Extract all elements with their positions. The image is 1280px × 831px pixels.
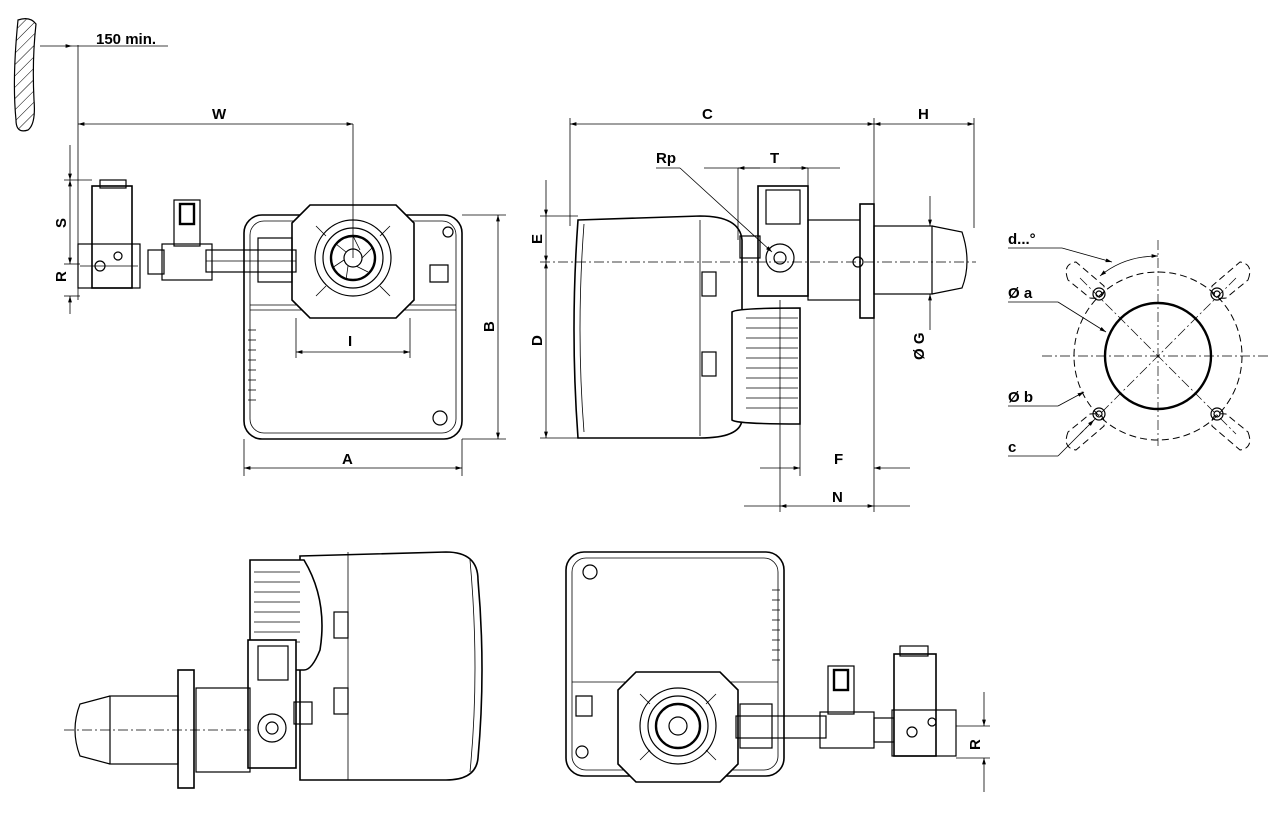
bolt-slots — [1065, 261, 1251, 451]
flange-drilling-view — [1008, 240, 1270, 457]
side-view-dimensions — [540, 118, 976, 512]
dim-G-label: Ø G — [911, 332, 928, 360]
dim-I-label: I — [348, 333, 352, 350]
dim-B-label: B — [481, 321, 498, 332]
dim-d-label: d...° — [1008, 231, 1036, 248]
clearance-label: 150 min. — [96, 31, 156, 48]
bottom-vent-slots — [772, 589, 780, 661]
dim-b-label: Ø b — [1008, 389, 1033, 406]
dim-c-label: c — [1008, 439, 1016, 456]
fan-blades — [331, 235, 373, 281]
side-view — [573, 185, 968, 439]
top-view-dimensions — [40, 44, 506, 476]
vent-slots — [248, 329, 256, 401]
dim-H-label: H — [918, 106, 929, 123]
dim-D-label: D — [529, 335, 546, 346]
dim-Rp-label: Rp — [656, 150, 676, 167]
dim-F-label: F — [834, 451, 843, 468]
dim-a-label: Ø a — [1008, 285, 1033, 302]
dim-T-label: T — [770, 150, 779, 167]
dim-S-label: S — [53, 218, 70, 228]
dim-R-top-label: R — [53, 271, 70, 282]
bottom-plan-view — [565, 551, 957, 783]
dim-W-label: W — [212, 106, 227, 123]
bottom-side-view — [64, 551, 483, 789]
top-view — [77, 179, 463, 440]
dim-E-label: E — [529, 234, 546, 244]
bottom-plan-dimensions — [956, 692, 990, 792]
dim-N-label: N — [832, 489, 843, 506]
dim-R-bottom-label: R — [967, 739, 984, 750]
dim-C-label: C — [702, 106, 713, 123]
grille-bars — [746, 317, 798, 409]
dim-A-label: A — [342, 451, 353, 468]
wall-section — [13, 18, 37, 132]
